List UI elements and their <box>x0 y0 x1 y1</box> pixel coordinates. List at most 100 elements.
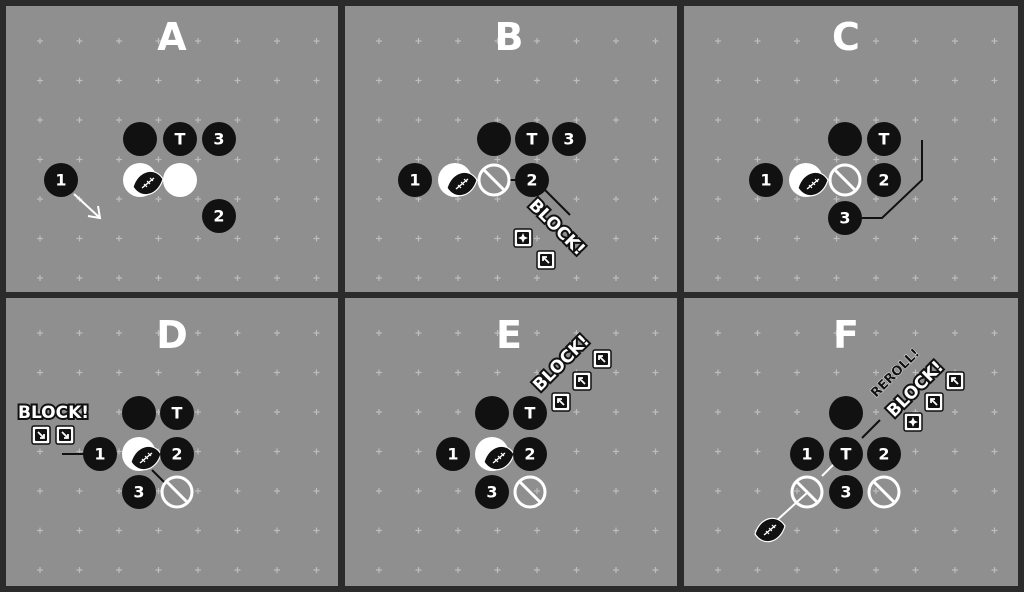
grid-mark <box>794 77 800 84</box>
grid-mark <box>313 488 320 494</box>
grid-mark <box>455 527 461 534</box>
grid-mark <box>754 488 761 494</box>
grid-mark <box>573 156 580 163</box>
grid-mark <box>195 77 201 84</box>
grid-mark <box>116 196 122 202</box>
grid-mark <box>715 275 721 281</box>
grid-mark <box>313 330 320 336</box>
die-pow-icon <box>903 412 923 432</box>
grid-mark <box>234 448 241 455</box>
grid-mark <box>794 38 800 44</box>
grid-mark <box>833 77 840 84</box>
grid-mark <box>952 330 958 336</box>
grid-mark <box>573 409 580 415</box>
grid-mark <box>37 38 43 44</box>
svg-text:3: 3 <box>213 130 224 149</box>
grid-mark <box>613 409 619 415</box>
grid-mark <box>274 369 280 376</box>
prone-opponent-b <box>477 163 511 197</box>
grid-mark <box>652 196 659 202</box>
panel-a-letter: A <box>157 15 187 59</box>
piece-c-t: T <box>867 122 901 156</box>
grid-mark <box>494 275 501 281</box>
grid-mark <box>415 488 422 494</box>
grid-mark <box>313 196 320 202</box>
grid-mark <box>195 448 201 455</box>
grid-mark <box>195 369 201 376</box>
grid-mark <box>155 196 162 202</box>
piece-f-t: T <box>829 437 863 471</box>
grid-mark <box>573 196 580 202</box>
grid-mark <box>76 567 83 573</box>
grid-mark <box>494 567 501 573</box>
panel-b: B T 3 1 2 BLOCK! <box>345 6 677 292</box>
grid-mark <box>534 369 540 376</box>
grid-mark <box>952 156 958 163</box>
grid-mark <box>376 235 382 242</box>
grid-mark <box>912 235 919 242</box>
grid-mark <box>754 77 761 84</box>
grid-mark <box>833 567 840 573</box>
svg-text:T: T <box>527 130 538 149</box>
grid-mark <box>376 527 382 534</box>
grid-mark <box>313 448 320 455</box>
grid-mark <box>754 275 761 281</box>
grid-mark <box>652 567 659 573</box>
grid-mark <box>274 275 280 281</box>
grid-mark <box>455 369 461 376</box>
grid-mark <box>833 369 840 376</box>
grid-mark <box>155 38 162 44</box>
grid-mark <box>873 527 879 534</box>
grid-mark <box>534 330 540 336</box>
piece-e-1: 1 <box>436 437 470 471</box>
grid-mark <box>754 38 761 44</box>
piece-a-2: 2 <box>202 199 236 233</box>
grid-mark <box>715 527 721 534</box>
piece-c-3: 3 <box>828 201 862 235</box>
grid-mark <box>376 38 382 44</box>
panel-b-grid <box>376 38 659 281</box>
grid-mark <box>313 117 320 123</box>
grid-mark <box>912 156 919 163</box>
grid-mark <box>415 275 422 281</box>
grid-mark <box>155 275 162 281</box>
piece-a-1: 1 <box>44 163 78 197</box>
grid-mark <box>455 409 461 415</box>
ball-carrier-b <box>438 163 478 197</box>
grid-mark <box>873 235 879 242</box>
grid-mark <box>195 38 201 44</box>
grid-mark <box>195 567 201 573</box>
grid-mark <box>912 567 919 573</box>
piece-c-2: 2 <box>867 163 901 197</box>
grid-mark <box>912 330 919 336</box>
panel-a-grid <box>37 38 320 281</box>
grid-mark <box>313 38 320 44</box>
grid-mark <box>313 156 320 163</box>
grid-mark <box>952 567 958 573</box>
grid-mark <box>234 567 241 573</box>
grid-mark <box>76 330 83 336</box>
grid-mark <box>37 567 43 573</box>
svg-text:1: 1 <box>55 171 66 190</box>
grid-mark <box>37 196 43 202</box>
grid-mark <box>76 275 83 281</box>
grid-mark <box>234 369 241 376</box>
callout-line-c <box>862 140 923 219</box>
grid-mark <box>912 77 919 84</box>
grid-mark <box>415 369 422 376</box>
grid-mark <box>613 527 619 534</box>
svg-text:1: 1 <box>447 445 458 464</box>
ball-carrier-a <box>123 163 164 197</box>
piece-f-0 <box>829 396 863 430</box>
piece-d-3: 3 <box>122 475 156 509</box>
grid-mark <box>195 117 201 123</box>
grid-mark <box>76 369 83 376</box>
grid-mark <box>274 38 280 44</box>
grid-mark <box>652 330 659 336</box>
scatter-line-f <box>774 491 809 523</box>
grid-mark <box>274 235 280 242</box>
panel-d-grid <box>37 330 320 573</box>
grid-mark <box>573 275 580 281</box>
grid-mark <box>274 330 280 336</box>
piece-e-t: T <box>513 396 547 430</box>
